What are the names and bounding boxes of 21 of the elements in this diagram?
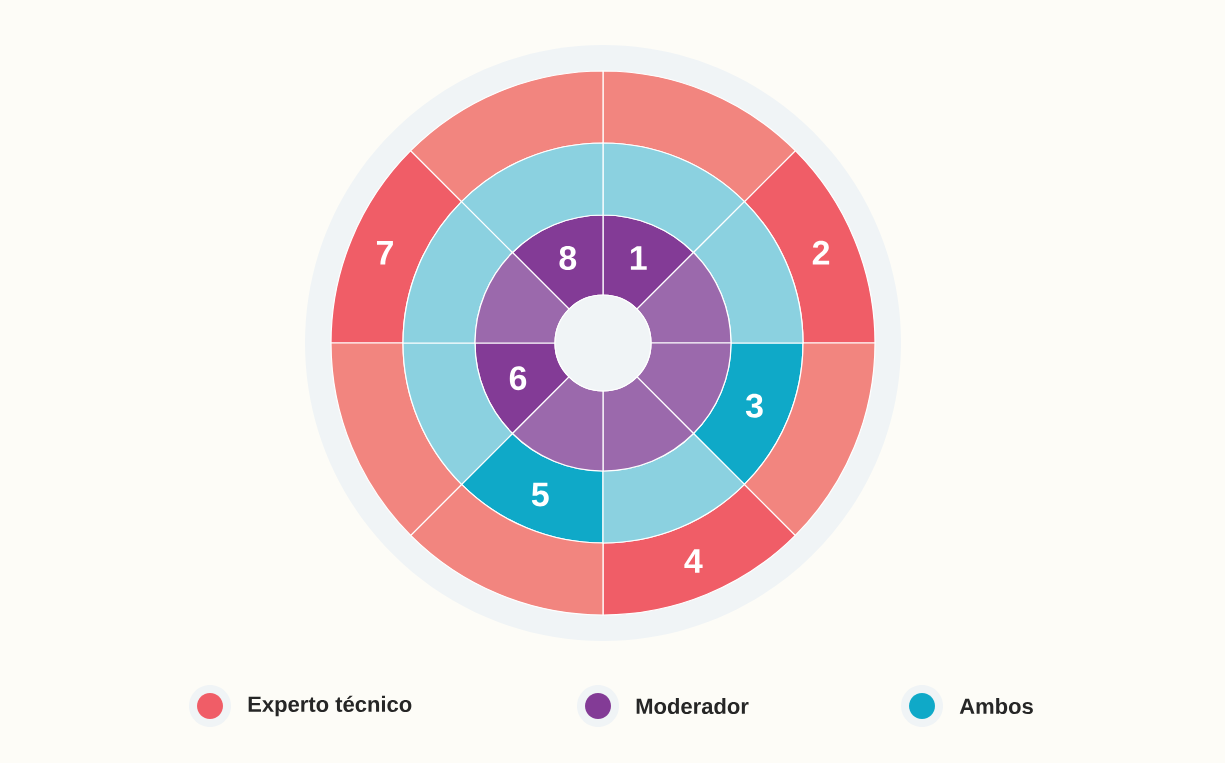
numbered-segment: 2 [743, 150, 876, 344]
legend-label: Moderador [636, 697, 749, 715]
numbered-segment: 8 [511, 214, 604, 310]
ring-segment [743, 342, 876, 536]
numbered-segment: 7 [330, 150, 463, 344]
ring-segment [410, 70, 604, 203]
ring-segment [402, 200, 514, 344]
ring-segment [330, 342, 463, 536]
numbered-segment: 4 [602, 483, 796, 616]
numbered-segment: 3 [692, 342, 804, 486]
ring-segment [602, 376, 695, 472]
legend-label: Experto técnico [248, 695, 412, 717]
ring-segment [602, 432, 746, 544]
ring-segment [602, 70, 796, 203]
center-circle [554, 294, 652, 392]
numbered-segment: 5 [461, 432, 604, 544]
ring-segment [636, 342, 732, 435]
legend-label: Ambos [959, 697, 1033, 715]
ring-segment [410, 483, 604, 616]
numbered-segment: 1 [602, 214, 695, 310]
ring-segment [692, 200, 804, 344]
